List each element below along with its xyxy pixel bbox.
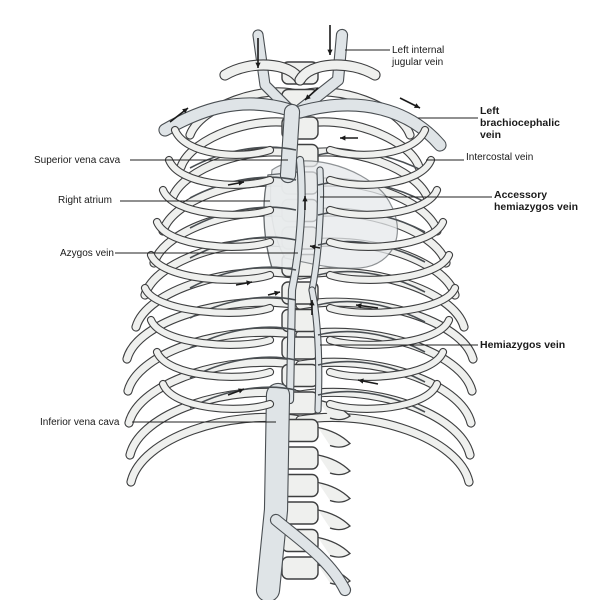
flow-arrow-icon-3-head bbox=[305, 94, 311, 100]
flow-arrow-icon-4-head bbox=[414, 103, 420, 108]
label-hemiazygos-vein: Hemiazygos vein bbox=[480, 339, 566, 351]
common-iliac-vein-left bbox=[271, 515, 350, 595]
label-intercostal-vein: Intercostal vein bbox=[466, 152, 534, 163]
flow-arrow-icon-13-head bbox=[309, 300, 315, 306]
label-accessory-hemiazygos-vein: Accessory hemiazygos vein bbox=[494, 189, 579, 213]
anterior-rib-right-7 bbox=[148, 317, 273, 348]
flow-arrow-icon-8-head bbox=[302, 196, 308, 202]
inferior-vena-cava bbox=[257, 384, 289, 601]
first-rib-left bbox=[295, 60, 380, 85]
transverse-process-14 bbox=[317, 426, 351, 448]
first-rib-right bbox=[220, 60, 305, 85]
anterior-rib-right-1 bbox=[172, 127, 273, 158]
label-left-brachiocephalic-vein: Left brachiocephalic vein bbox=[480, 105, 560, 141]
flow-arrow-icon-15-head bbox=[358, 378, 364, 384]
anterior-rib-right-2 bbox=[166, 157, 273, 188]
anterior-rib-right-3 bbox=[160, 187, 273, 218]
intercostal-vein-right-3 bbox=[189, 206, 297, 229]
anterior-rib-left-5 bbox=[327, 252, 452, 283]
anterior-rib-right-9 bbox=[160, 381, 273, 412]
intercostal-vein-left-9 bbox=[317, 390, 426, 413]
left-brachiocephalic-vein bbox=[294, 99, 446, 151]
transverse-process-17 bbox=[317, 509, 351, 531]
anterior-rib-left-2 bbox=[327, 157, 434, 188]
anterior-rib-left-1 bbox=[327, 127, 428, 158]
posterior-rib-right-7 bbox=[132, 268, 304, 331]
transverse-process-16 bbox=[317, 481, 351, 503]
posterior-rib-left-12 bbox=[296, 413, 473, 486]
anterior-rib-left-9 bbox=[327, 381, 440, 412]
right-brachiocephalic-vein bbox=[159, 98, 296, 136]
intercostal-vein-left-7 bbox=[317, 330, 426, 353]
label-right-atrium: Right atrium bbox=[58, 195, 112, 206]
anterior-rib-left-6 bbox=[327, 285, 458, 316]
intercostal-vein-right-1 bbox=[189, 146, 297, 169]
label-azygos-vein: Azygos vein bbox=[60, 248, 114, 259]
label-inferior-vena-cava: Inferior vena cava bbox=[40, 417, 120, 428]
anterior-rib-right-6 bbox=[142, 285, 273, 316]
flow-arrow-icon-9-head bbox=[310, 244, 316, 250]
anterior-rib-left-8 bbox=[327, 349, 446, 380]
label-left-internal-jugular-vein: Left internal jugular vein bbox=[392, 45, 445, 68]
ribs-front bbox=[140, 59, 460, 413]
anterior-rib-right-8 bbox=[154, 349, 273, 380]
flow-arrow-icon-1-head bbox=[255, 62, 261, 68]
flow-arrow-icon-6-head bbox=[340, 135, 346, 141]
intercostal-vein-right-5 bbox=[189, 266, 297, 289]
left-internal-jugular-vein bbox=[295, 30, 347, 115]
anterior-rib-left-7 bbox=[327, 317, 452, 348]
veins bbox=[158, 28, 447, 603]
vertebra-19 bbox=[281, 556, 319, 580]
anterior-rib-left-3 bbox=[327, 187, 440, 218]
flow-arrow-icon-10-head bbox=[246, 280, 252, 286]
flow-arrow-icon-11-head bbox=[274, 290, 280, 296]
transverse-process-18 bbox=[317, 536, 351, 558]
flow-arrow-icon-7-head bbox=[238, 180, 244, 186]
superior-vena-cava bbox=[281, 105, 299, 182]
anterior-rib-left-4 bbox=[327, 219, 446, 250]
azygos-vein bbox=[287, 157, 305, 403]
anterior-rib-right-5 bbox=[148, 252, 273, 283]
label-superior-vena-cava: Superior vena cava bbox=[34, 155, 121, 166]
flow-arrows bbox=[169, 25, 421, 396]
flow-arrow-icon-14-head bbox=[238, 388, 244, 394]
intercostal-vein-left-6 bbox=[317, 300, 426, 323]
leader-lines bbox=[115, 49, 492, 423]
intercostal-vein-right-2 bbox=[189, 176, 297, 199]
flow-arrow-icon-2-head bbox=[327, 49, 333, 55]
transverse-process-15 bbox=[317, 454, 351, 476]
flow-arrow-icon-12-head bbox=[356, 303, 362, 309]
intercostal-vein-left-8 bbox=[317, 360, 426, 383]
flow-arrow-icon-5-head bbox=[182, 108, 188, 114]
anterior-rib-right-4 bbox=[154, 219, 273, 250]
